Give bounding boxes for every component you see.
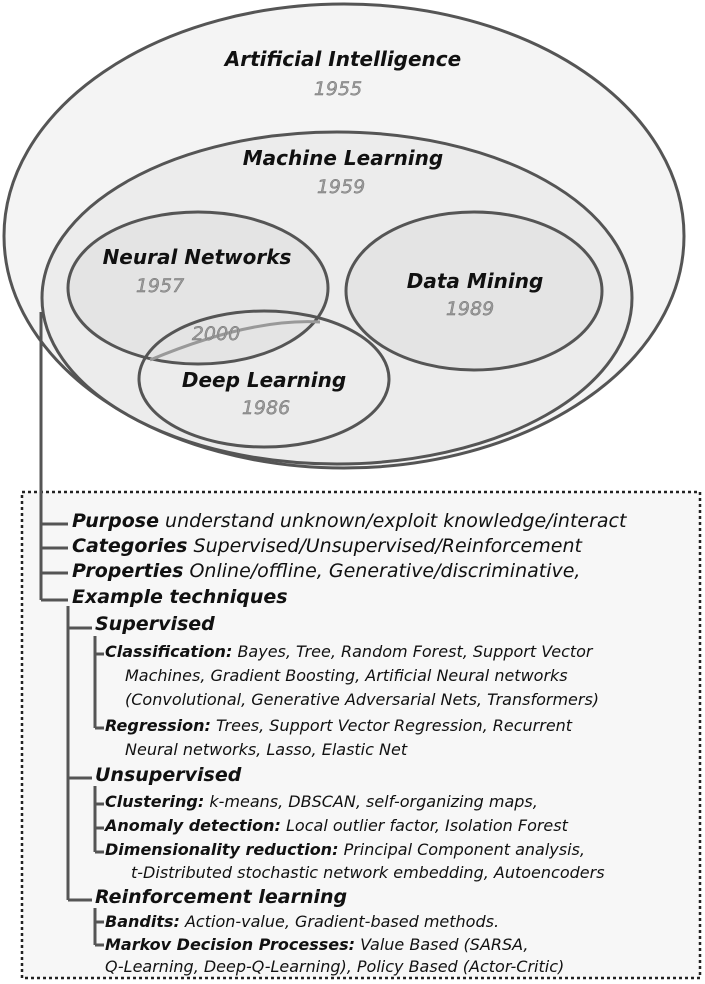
- properties-label: Properties: [72, 560, 184, 582]
- purpose-text: understand unknown/exploit knowledge/int…: [165, 510, 627, 532]
- categories-row: Categories Supervised/Unsupervised/Reinf…: [72, 535, 582, 557]
- ai-label: Artificial Intelligence: [224, 47, 462, 71]
- anomaly-text: Local outlier factor, Isolation Forest: [286, 816, 568, 835]
- classification-row: Classification: Bayes, Tree, Random Fore…: [105, 642, 593, 661]
- dimred-row: Dimensionality reduction: Principal Comp…: [105, 840, 585, 859]
- dimred-line-1: Principal Component analysis,: [343, 840, 585, 859]
- bandits-label: Bandits:: [105, 912, 180, 931]
- dm-label: Data Mining: [406, 269, 544, 293]
- nn-label: Neural Networks: [102, 245, 292, 269]
- bandits-row: Bandits: Action-value, Gradient-based me…: [105, 912, 499, 931]
- tree-connectors: [39, 312, 104, 947]
- example-techniques-row: Example techniques: [72, 586, 288, 608]
- clustering-text: k-means, DBSCAN, self-organizing maps,: [209, 792, 538, 811]
- dm-ellipse: [344, 210, 604, 372]
- purpose-label: Purpose: [72, 510, 159, 532]
- regression-line-2: Neural networks, Lasso, Elastic Net: [125, 740, 408, 759]
- anomaly-label: Anomaly detection:: [105, 816, 281, 835]
- properties-text: Online/offline, Generative/discriminativ…: [189, 560, 581, 582]
- dimred-line-2-row: t-Distributed stochastic network embeddi…: [131, 863, 605, 882]
- mdp-row: Markov Decision Processes: Value Based (…: [105, 935, 529, 954]
- unsupervised-label: Unsupervised: [95, 764, 242, 786]
- ml-year: 1959: [316, 176, 366, 198]
- classification-label: Classification:: [105, 642, 233, 661]
- nn-dl-overlap-arc: [149, 320, 321, 362]
- clustering-label: Clustering:: [105, 792, 205, 811]
- reinforcement-label: Reinforcement learning: [95, 886, 348, 908]
- nn-year: 1957: [135, 275, 185, 297]
- mdp-line-1: Value Based (SARSA,: [360, 935, 529, 954]
- ai-year: 1955: [313, 78, 363, 100]
- properties-row: Properties Online/offline, Generative/di…: [72, 560, 580, 582]
- overlap-year: 2000: [191, 323, 241, 345]
- dimred-label: Dimensionality reduction:: [105, 840, 339, 859]
- supervised-label: Supervised: [95, 613, 215, 635]
- categories-label: Categories: [72, 535, 188, 557]
- unsupervised-row: Unsupervised: [95, 764, 241, 786]
- bandits-text: Action-value, Gradient-based methods.: [184, 912, 500, 931]
- reinforcement-row: Reinforcement learning: [95, 886, 347, 908]
- regression-label: Regression:: [105, 716, 211, 735]
- classification-line-2: Machines, Gradient Boosting, Artificial …: [125, 666, 568, 685]
- classification-line-1: Bayes, Tree, Random Forest, Support Vect…: [237, 642, 593, 661]
- mdp-label: Markov Decision Processes:: [105, 935, 356, 954]
- mdp-line-2: Q-Learning, Deep-Q-Learning), Policy Bas…: [105, 957, 565, 976]
- example-techniques-label: Example techniques: [72, 586, 288, 608]
- dl-year: 1986: [241, 397, 291, 419]
- dimred-line-2: t-Distributed stochastic network embeddi…: [131, 863, 605, 882]
- classification-line-3-row: (Convolutional, Generative Adversarial N…: [125, 690, 599, 709]
- regression-row: Regression: Trees, Support Vector Regres…: [105, 716, 572, 735]
- anomaly-row: Anomaly detection: Local outlier factor,…: [105, 816, 568, 835]
- regression-line-2-row: Neural networks, Lasso, Elastic Net: [125, 740, 407, 759]
- outline-box: [20, 490, 702, 980]
- categories-text: Supervised/Unsupervised/Reinforcement: [193, 535, 582, 557]
- classification-line-3: (Convolutional, Generative Adversarial N…: [125, 690, 600, 709]
- dl-ellipse: [137, 309, 391, 449]
- mdp-line-2-row: Q-Learning, Deep-Q-Learning), Policy Bas…: [105, 957, 564, 976]
- dm-year: 1989: [445, 298, 495, 320]
- purpose-row: Purpose understand unknown/exploit knowl…: [72, 510, 626, 532]
- clustering-row: Clustering: k-means, DBSCAN, self-organi…: [105, 792, 538, 811]
- dl-label: Deep Learning: [181, 368, 347, 392]
- supervised-row: Supervised: [95, 613, 215, 635]
- regression-line-1: Trees, Support Vector Regression, Recurr…: [215, 716, 573, 735]
- classification-line-2-row: Machines, Gradient Boosting, Artificial …: [125, 666, 568, 685]
- ml-label: Machine Learning: [242, 146, 444, 170]
